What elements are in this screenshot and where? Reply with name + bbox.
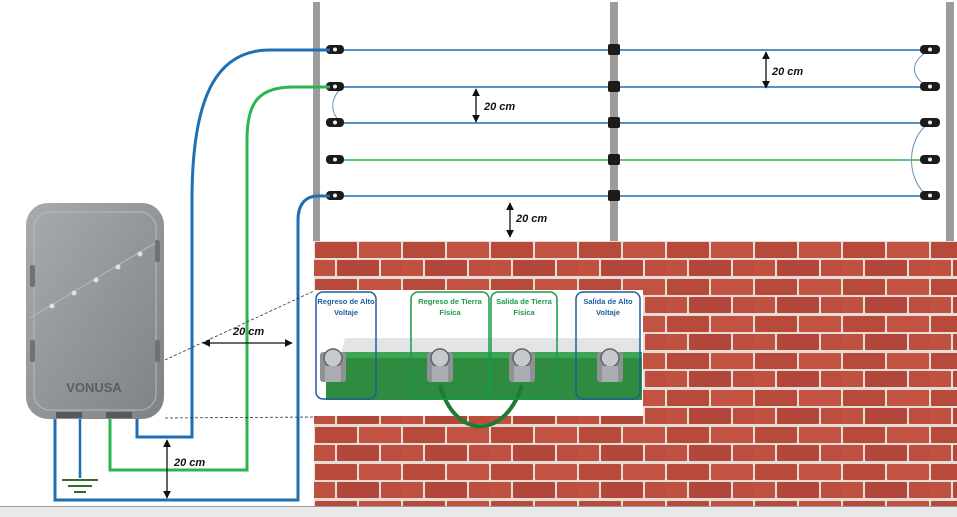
ground-symbol-icon (62, 479, 98, 493)
status-led (49, 303, 55, 309)
insulator-icon (920, 82, 940, 91)
fence-posts (313, 2, 954, 241)
terminal-label-1-line1: Regreso de Alto (317, 297, 375, 306)
terminal-box-4 (575, 291, 641, 400)
status-led (71, 290, 77, 296)
energizer-device: VONUSA (26, 203, 164, 419)
terminal-box-3 (490, 291, 558, 400)
measurement-arrows (163, 51, 770, 499)
terminal-label-2-line2: Física (439, 308, 461, 317)
high-voltage-output-cable (135, 48, 330, 439)
insulator-icon (326, 118, 344, 127)
insulator-icon (608, 81, 620, 92)
measure-label-top-right: 20 cm (771, 66, 803, 78)
terminal-pcb (326, 352, 642, 400)
terminal-label-3-line2: Física (513, 308, 535, 317)
insulator-icon (920, 45, 940, 54)
insulator-icon (608, 190, 620, 201)
measure-label-ground-gap: 20 cm (173, 457, 205, 469)
insulator-icon (920, 191, 940, 200)
bottom-border (0, 506, 957, 517)
terminal-label-4-line2: Voltaje (596, 308, 620, 317)
terminal-screw-icon (509, 348, 535, 382)
high-voltage-return-cable (53, 194, 330, 502)
insulators (326, 44, 940, 201)
measure-label-bottom-wire: 20 cm (515, 213, 547, 225)
insulator-icon (608, 117, 620, 128)
terminal-label-4-line1: Salida de Alto (583, 297, 633, 306)
fence-wires (342, 49, 928, 197)
terminal-label-3-line1: Salida de Tierra (496, 297, 553, 306)
fence-post-right (946, 2, 954, 241)
status-led (93, 277, 99, 283)
ground-return-cable (108, 85, 330, 472)
callout-lines (164, 289, 317, 419)
measurement-labels: 20 cm 20 cm 20 cm 20 cm 20 cm (173, 66, 803, 469)
fence-post-left (313, 2, 320, 241)
terminal-label-1-line2: Voltaje (334, 308, 358, 317)
terminal-screw-icon (597, 348, 623, 382)
terminal-box-1 (315, 291, 377, 400)
terminal-box-2 (410, 291, 490, 400)
insulator-icon (326, 155, 344, 164)
terminal-screw-icon (427, 348, 453, 382)
feed-cables (53, 48, 330, 502)
measure-label-mid-left: 20 cm (483, 101, 515, 113)
insulator-icon (326, 45, 344, 54)
ground-jumper-wire (438, 384, 524, 429)
terminal-board-inset: Regreso de Alto Voltaje Regreso de Tierr… (314, 290, 643, 429)
terminal-screw-icon (320, 348, 346, 382)
insulator-icon (608, 154, 620, 165)
insulator-icon (920, 155, 940, 164)
insulator-icon (920, 118, 940, 127)
brand-logo: VONUSA (66, 380, 122, 395)
status-led (137, 251, 143, 257)
measure-label-device-distance: 20 cm (232, 326, 264, 338)
insulator-icon (326, 191, 344, 200)
insulator-icon (326, 82, 344, 91)
terminal-label-2-line1: Regreso de Tierra (418, 297, 482, 306)
insulator-icon (608, 44, 620, 55)
status-led (115, 264, 121, 270)
